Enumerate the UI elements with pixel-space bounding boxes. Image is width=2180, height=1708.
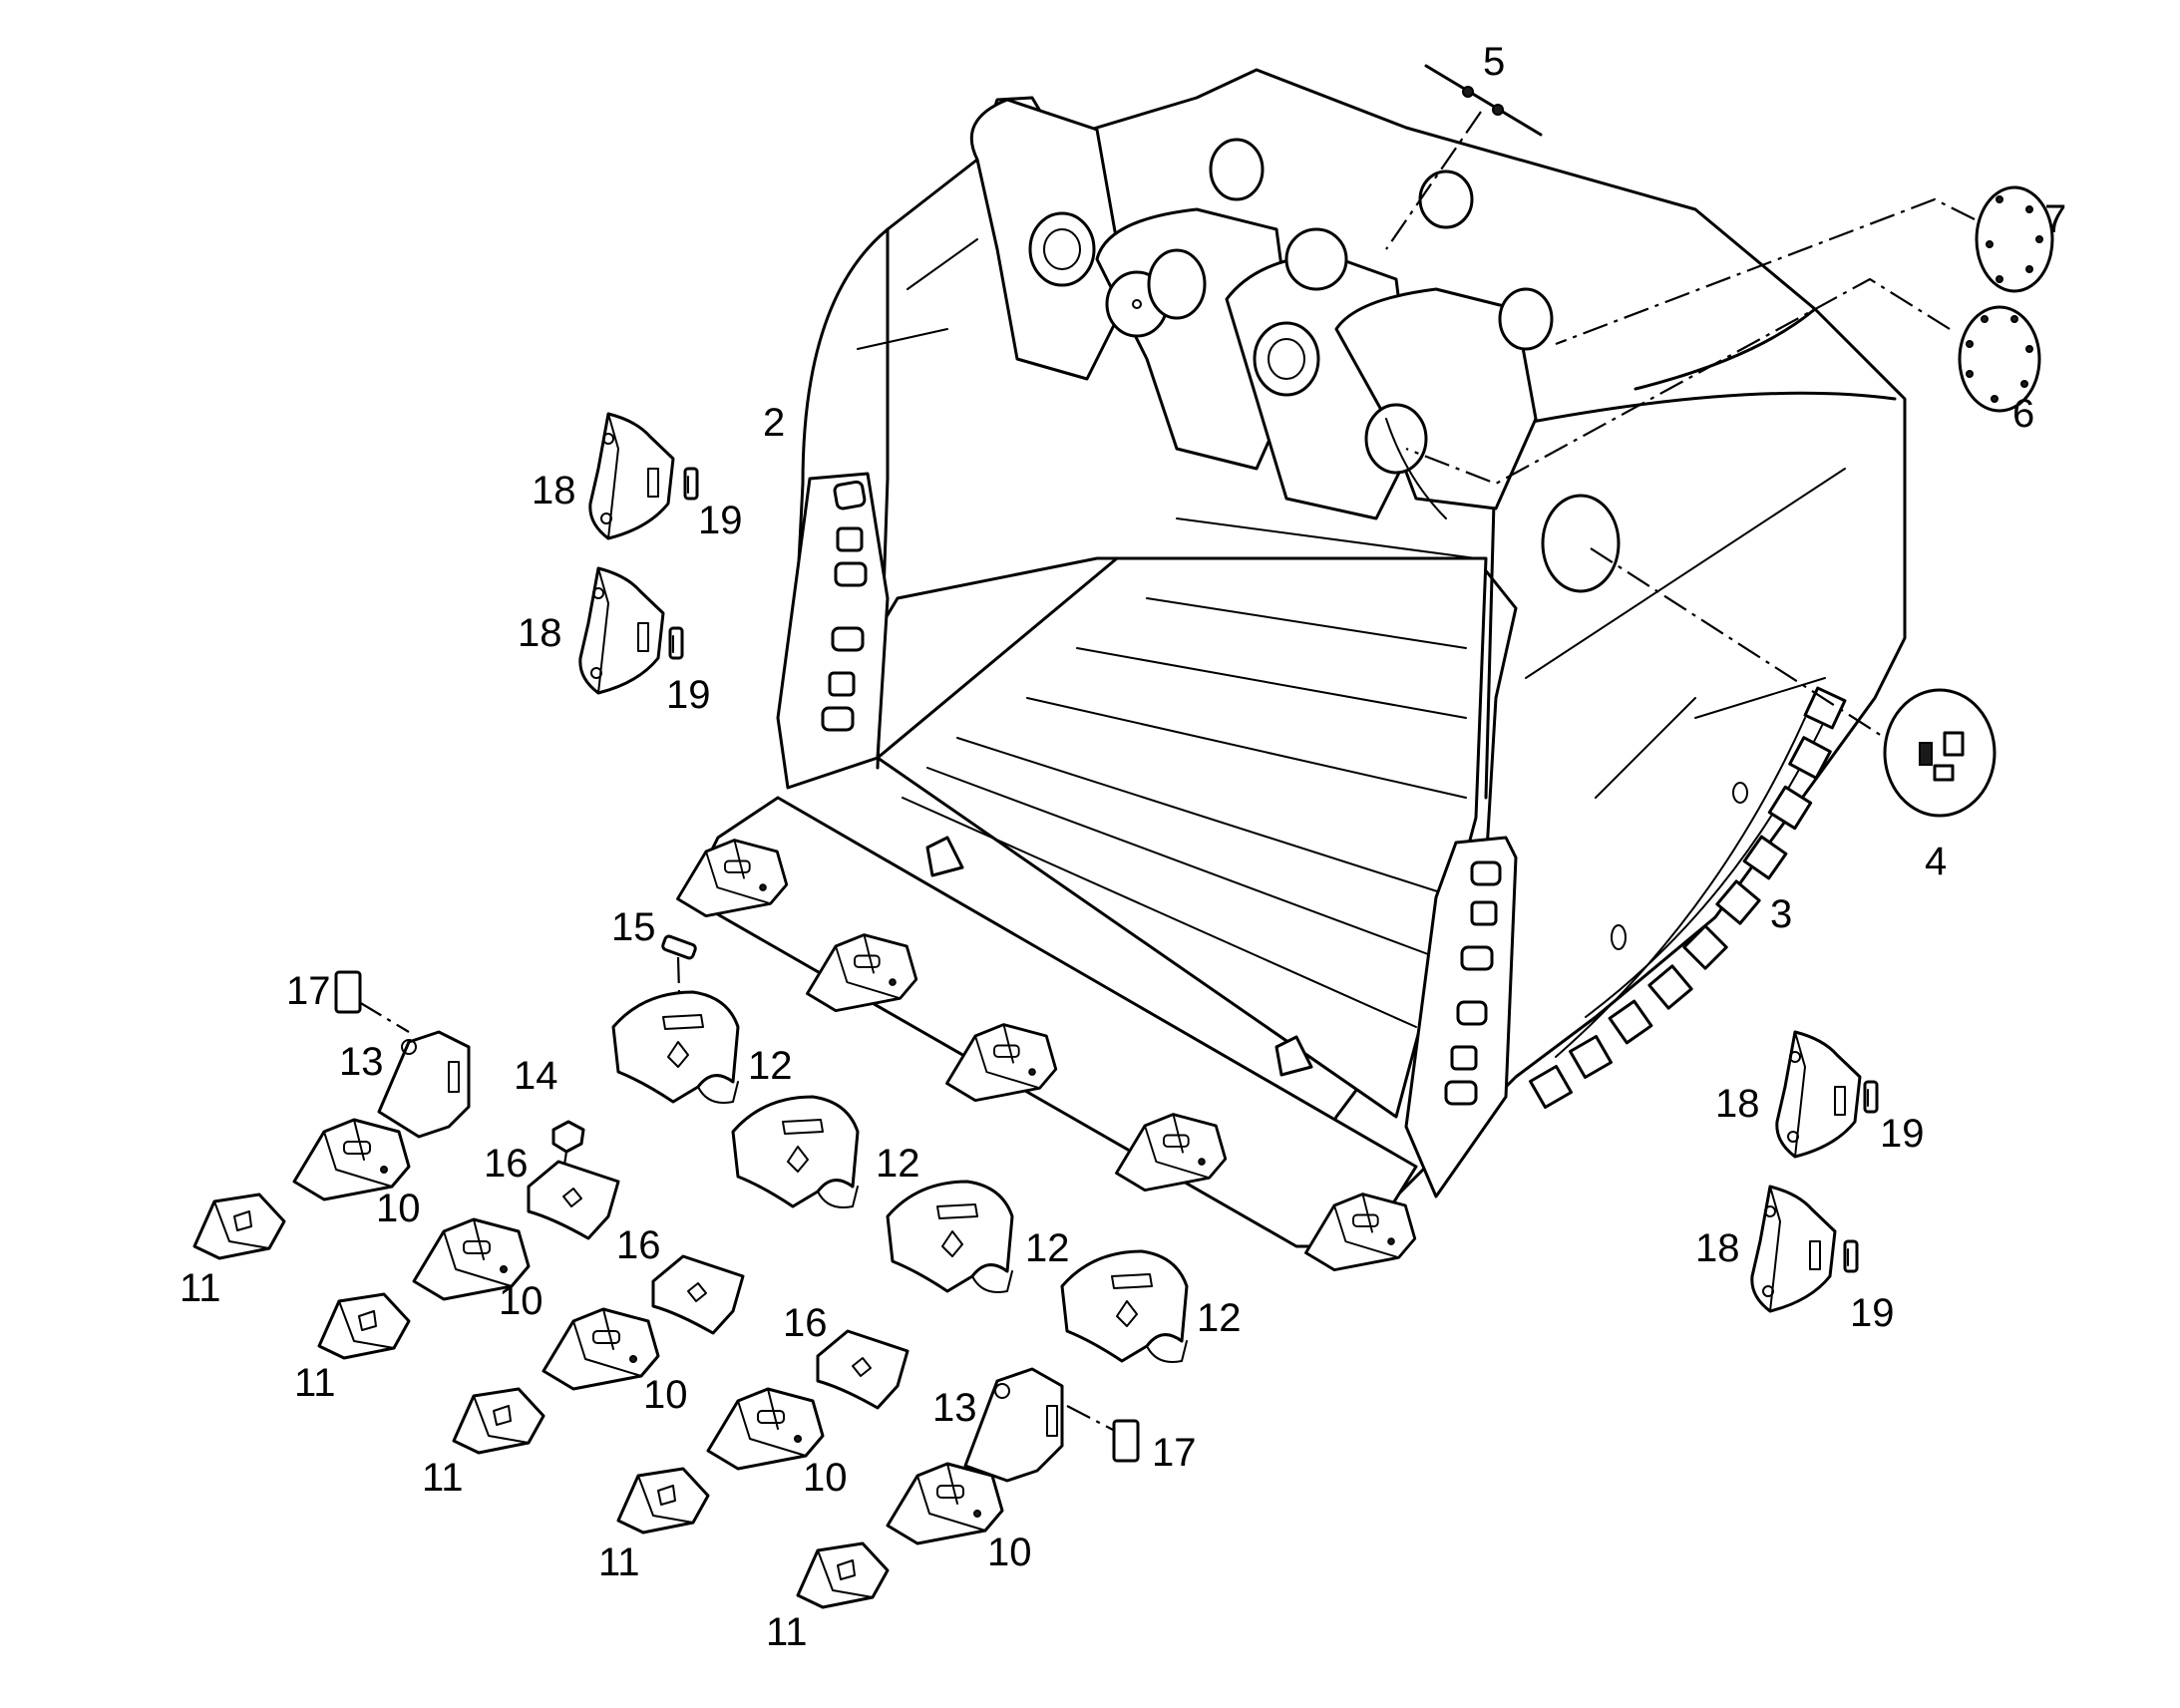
part-5-rod	[1385, 64, 1543, 250]
callout-10: 10	[987, 1531, 1032, 1574]
part-16-wear-plate-2	[651, 1254, 745, 1335]
part-11-tooth-tip-3	[452, 1387, 545, 1455]
part-7-cover-plate	[1555, 185, 2054, 346]
callout-11: 11	[294, 1361, 336, 1405]
callout-18: 18	[518, 611, 562, 655]
callout-7: 7	[2044, 197, 2066, 241]
part-6-cover-plate	[1405, 277, 2041, 486]
callout-13: 13	[932, 1386, 977, 1430]
callout-labels: 2 3 4 5 6 7 18 19 18 19 18 19 18 19 15 1…	[180, 40, 2066, 1654]
callout-19: 19	[698, 499, 743, 542]
part-18-side-shroud-1	[588, 412, 675, 540]
part-18-side-shroud-2	[578, 566, 665, 695]
part-10-tooth-adapter-3	[542, 1307, 660, 1391]
callout-10: 10	[499, 1279, 544, 1323]
part-11-tooth-tip-4	[616, 1467, 710, 1535]
callout-16: 16	[783, 1301, 828, 1345]
part-19-pin-3	[1863, 1080, 1879, 1114]
callout-6: 6	[2012, 392, 2034, 436]
part-14-block	[551, 1120, 585, 1173]
part-17-pin-lower	[1066, 1405, 1140, 1463]
lip-edge-mounted-teeth	[676, 796, 1418, 1272]
part-16-wear-plate-3	[816, 1329, 909, 1410]
part-12-lip-segment-4	[1060, 1249, 1189, 1364]
part-19-pin-4	[1843, 1239, 1859, 1273]
callout-11: 11	[766, 1610, 808, 1654]
lip-shroud-row	[1529, 686, 1847, 1109]
part-12-lip-segment-2	[731, 1095, 860, 1209]
callout-11: 11	[598, 1540, 640, 1584]
part-12-lip-segment-3	[886, 1180, 1014, 1294]
side-wall-right	[1404, 836, 1518, 1198]
callout-19: 19	[1880, 1112, 1925, 1156]
bucket-floor	[876, 517, 1488, 1119]
callout-5: 5	[1483, 40, 1505, 84]
pivot-lugs	[969, 98, 1554, 520]
callout-12: 12	[1197, 1296, 1242, 1340]
part-12-lip-segment-1	[611, 990, 740, 1105]
callout-11: 11	[180, 1266, 221, 1310]
callout-10: 10	[643, 1373, 688, 1417]
part-11-tooth-tip-1	[192, 1193, 286, 1260]
part-19-pin-2	[668, 626, 684, 660]
part-18-side-shroud-3	[1775, 1030, 1862, 1159]
part-13-corner-shroud-lower	[963, 1367, 1064, 1483]
callout-18: 18	[1715, 1082, 1760, 1126]
callout-4: 4	[1925, 840, 1947, 883]
part-11-tooth-tip-5	[796, 1541, 890, 1609]
callout-12: 12	[1025, 1226, 1070, 1270]
callout-3: 3	[1770, 892, 1792, 936]
callout-16: 16	[484, 1142, 529, 1186]
callout-18: 18	[1695, 1226, 1740, 1270]
part-11-tooth-tip-2	[317, 1292, 411, 1360]
part-10-tooth-adapter-5	[886, 1462, 1004, 1545]
callout-14: 14	[514, 1054, 558, 1098]
callout-10: 10	[803, 1456, 848, 1500]
part-19-pin-1	[683, 467, 699, 501]
callout-17: 17	[1152, 1431, 1197, 1475]
callout-18: 18	[532, 469, 576, 512]
callout-10: 10	[376, 1187, 421, 1230]
part-4-disc	[1590, 547, 1997, 818]
callout-15: 15	[611, 905, 656, 949]
part-17-pin-upper	[334, 970, 410, 1033]
callout-2: 2	[763, 401, 785, 445]
callout-13: 13	[339, 1040, 384, 1084]
callout-17: 17	[286, 969, 331, 1013]
side-wall-left	[776, 472, 890, 790]
callout-19: 19	[1850, 1291, 1895, 1335]
callout-12: 12	[748, 1044, 793, 1088]
callout-19: 19	[666, 673, 711, 717]
callout-11: 11	[422, 1456, 464, 1500]
callout-12: 12	[876, 1142, 920, 1186]
part-13-corner-shroud-upper	[377, 1030, 471, 1139]
part-16-wear-plate-1	[527, 1160, 620, 1240]
part-18-side-shroud-4	[1750, 1185, 1837, 1313]
callout-16: 16	[616, 1223, 661, 1267]
